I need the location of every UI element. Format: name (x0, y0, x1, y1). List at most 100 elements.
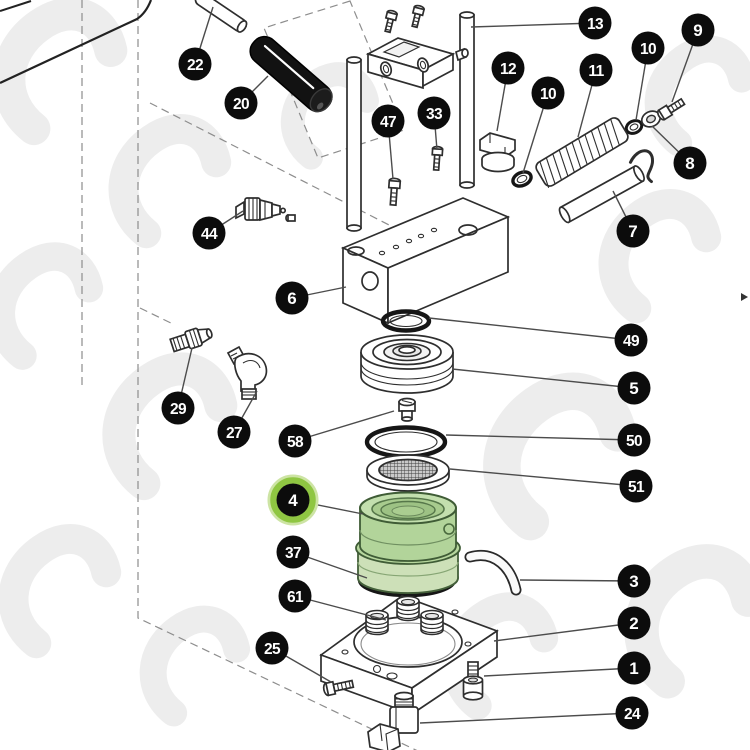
leader-line-3 (519, 579, 635, 582)
part-44-valve (235, 197, 296, 222)
part-33-screw (431, 145, 444, 172)
part-51-filter (366, 454, 450, 492)
callout-44[interactable]: 44 (192, 216, 226, 250)
callout-58[interactable]: 58 (278, 424, 312, 458)
part-25-screw (322, 679, 355, 697)
leader-line-50 (445, 434, 635, 441)
callout-6[interactable]: 6 (275, 281, 309, 315)
callout-number: 49 (623, 333, 640, 350)
part-2-base-plate (319, 595, 499, 716)
callout-27[interactable]: 27 (217, 415, 251, 449)
leader-line-58 (294, 410, 395, 442)
callout-circle (617, 423, 651, 457)
callout-10[interactable]: 10 (631, 31, 665, 65)
callout-circle (617, 564, 651, 598)
callout-11[interactable]: 11 (579, 53, 613, 87)
callout-61[interactable]: 61 (278, 579, 312, 613)
callout-4[interactable]: 4 (267, 474, 319, 526)
callout-12[interactable]: 12 (491, 51, 525, 85)
callout-25[interactable]: 25 (255, 631, 289, 665)
callout-number: 20 (233, 96, 249, 113)
phantom-outline-lines (81, 0, 418, 750)
callout-number: 47 (380, 114, 396, 131)
edge-arrow-mark (741, 293, 748, 301)
callout-number: 27 (226, 425, 242, 442)
callout-9[interactable]: 9 (681, 13, 715, 47)
callout-circle (615, 696, 649, 730)
leader-line-51 (449, 468, 637, 487)
callout-8[interactable]: 8 (673, 146, 707, 180)
part-4-reservoir-highlighted[interactable] (355, 491, 461, 594)
part-clevis-bracket (365, 37, 469, 90)
callout-37[interactable]: 37 (276, 535, 310, 569)
callout-number: 51 (628, 479, 645, 496)
callout-circle (491, 51, 525, 85)
callout-20[interactable]: 20 (224, 86, 258, 120)
callout-7[interactable]: 7 (616, 214, 650, 248)
highlight-halo (267, 474, 319, 526)
callout-circle (617, 606, 651, 640)
callout-13[interactable]: 13 (578, 6, 612, 40)
leader-line-1 (483, 667, 635, 677)
callout-circle (614, 323, 648, 357)
part-9-bolt (656, 97, 686, 121)
callout-22[interactable]: 22 (178, 47, 212, 81)
part-27-elbow-fitting (226, 345, 268, 400)
highlight-ring (270, 477, 316, 523)
callout-33[interactable]: 33 (417, 96, 451, 130)
callout-number: 7 (628, 222, 637, 241)
leader-line-5 (451, 368, 635, 389)
callout-circle (178, 47, 212, 81)
callout-2[interactable]: 2 (617, 606, 651, 640)
callout-number: 25 (264, 641, 281, 658)
callout-circle (616, 214, 650, 248)
callout-number: 44 (201, 226, 218, 243)
callout-circle (217, 415, 251, 449)
callout-circle (417, 96, 451, 130)
callout-10-2[interactable]: 10 (531, 76, 565, 110)
callout-51[interactable]: 51 (619, 469, 653, 503)
callout-circle (278, 424, 312, 458)
part-61-insert-c (420, 609, 444, 636)
part-clevis-screw-a (384, 9, 399, 34)
callout-circle (278, 579, 312, 613)
part-12-yoke (479, 132, 516, 173)
part-clevis-screw-b (411, 4, 426, 29)
callout-circle (224, 86, 258, 120)
frame-edge-lines (0, 0, 153, 84)
callout-3[interactable]: 3 (617, 564, 651, 598)
callout-circle (617, 651, 651, 685)
part-47-screw (387, 177, 402, 207)
callout-number: 58 (287, 434, 304, 451)
callout-1[interactable]: 1 (617, 651, 651, 685)
callout-number: 10 (540, 86, 556, 103)
leader-line-13 (470, 22, 596, 28)
callout-29[interactable]: 29 (161, 391, 195, 425)
part-6-valve-block (340, 197, 511, 325)
callout-circle (255, 631, 289, 665)
callout-47[interactable]: 47 (371, 104, 405, 138)
callout-number: 1 (629, 659, 638, 678)
leader-line-2 (493, 622, 635, 642)
part-50-oring (364, 425, 448, 459)
callout-number: 10 (640, 41, 656, 58)
callout-24[interactable]: 24 (615, 696, 649, 730)
callout-number: 33 (426, 106, 443, 123)
callout-50[interactable]: 50 (617, 423, 651, 457)
callout-circle (619, 469, 653, 503)
part-13-rod-right (459, 11, 475, 189)
part-61-insert-b (396, 595, 420, 622)
callout-number: 3 (629, 572, 638, 591)
part-11-spring (535, 117, 629, 188)
leader-line-24 (419, 712, 633, 724)
callout-number: 2 (629, 614, 638, 633)
callout-circle (161, 391, 195, 425)
callout-circle (578, 6, 612, 40)
callout-49[interactable]: 49 (614, 323, 648, 357)
callout-number: 8 (685, 154, 694, 173)
callout-number: 13 (587, 16, 604, 33)
part-22-pin (194, 0, 248, 33)
callout-5[interactable]: 5 (617, 371, 651, 405)
part-3-release-lever (464, 550, 522, 596)
